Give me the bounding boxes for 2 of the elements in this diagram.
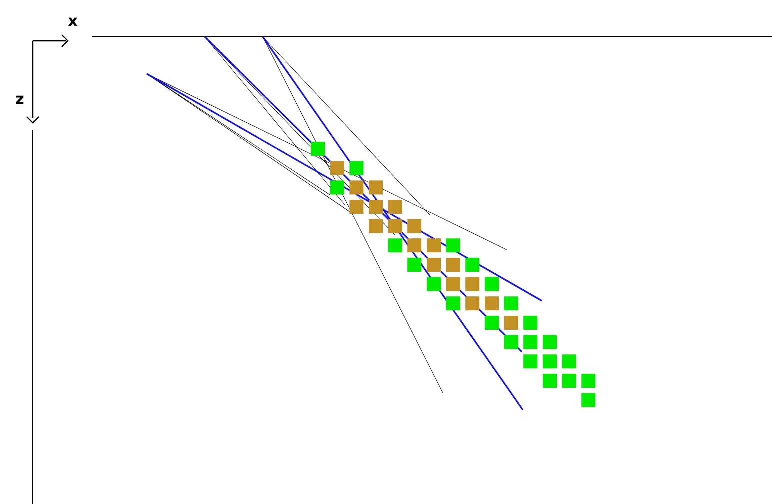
axis-label: x [68,18,78,26]
axis-label: z [16,96,24,104]
